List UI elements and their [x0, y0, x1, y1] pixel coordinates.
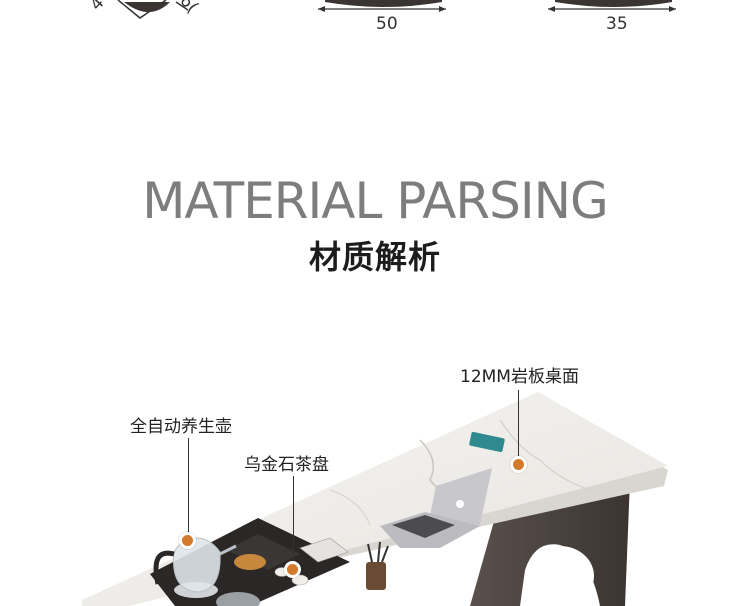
middle-arrow-left	[318, 6, 325, 12]
middle-arrow-right	[439, 6, 446, 12]
table-leg-cutout	[526, 546, 594, 606]
callout-line-kettle	[188, 438, 189, 534]
right-arrow-right	[669, 6, 676, 12]
phone-object	[469, 431, 505, 453]
callout-dot-kettle	[179, 532, 196, 549]
callout-label-stone-top: 12MM岩板桌面	[460, 367, 579, 387]
dimension-label-middle: 50	[376, 14, 398, 34]
marble-vein-b	[499, 419, 591, 491]
callout-line-stone-top	[518, 390, 519, 464]
right-arrow-left	[548, 6, 555, 12]
tea-cup-a	[291, 574, 309, 586]
callout-label-tea-tray: 乌金石茶盘	[244, 455, 329, 475]
pen-b	[377, 541, 381, 563]
tea-tray-inset	[226, 534, 300, 570]
left-dimension-arrow	[175, 1, 189, 11]
callout-dot-stone-top	[510, 456, 527, 473]
dimension-drawings	[117, 0, 676, 19]
desk-tray-box	[299, 537, 349, 563]
callout-line-tea-tray	[293, 476, 294, 562]
dimension-label-right: 35	[606, 14, 628, 34]
callout-label-kettle: 全自动养生壶	[130, 417, 232, 437]
tea-table-render	[82, 392, 668, 606]
kettle-spout	[219, 544, 237, 556]
section-title-en: MATERIAL PARSING	[142, 172, 609, 230]
right-drawing-shape	[555, 0, 672, 7]
marble-vein-c	[329, 489, 371, 526]
laptop-logo	[456, 500, 464, 508]
middle-drawing-shape	[325, 0, 442, 7]
kettle-handle	[153, 550, 175, 585]
laptop-keyboard	[392, 515, 455, 538]
pen-a	[367, 543, 373, 563]
dimension-strip: 4 6( 50 35	[0, 0, 750, 40]
snack-plate	[234, 554, 266, 570]
section-title-zh: 材质解析	[308, 238, 441, 276]
callout-dot-tea-tray	[284, 561, 301, 578]
product-illustration: 12MM岩板桌面 全自动养生壶 乌金石茶盘	[0, 340, 750, 606]
pen-c	[381, 545, 389, 563]
pen-holder	[366, 562, 386, 590]
left-drawing-shape	[124, 2, 170, 12]
teapot-lower	[216, 592, 260, 606]
